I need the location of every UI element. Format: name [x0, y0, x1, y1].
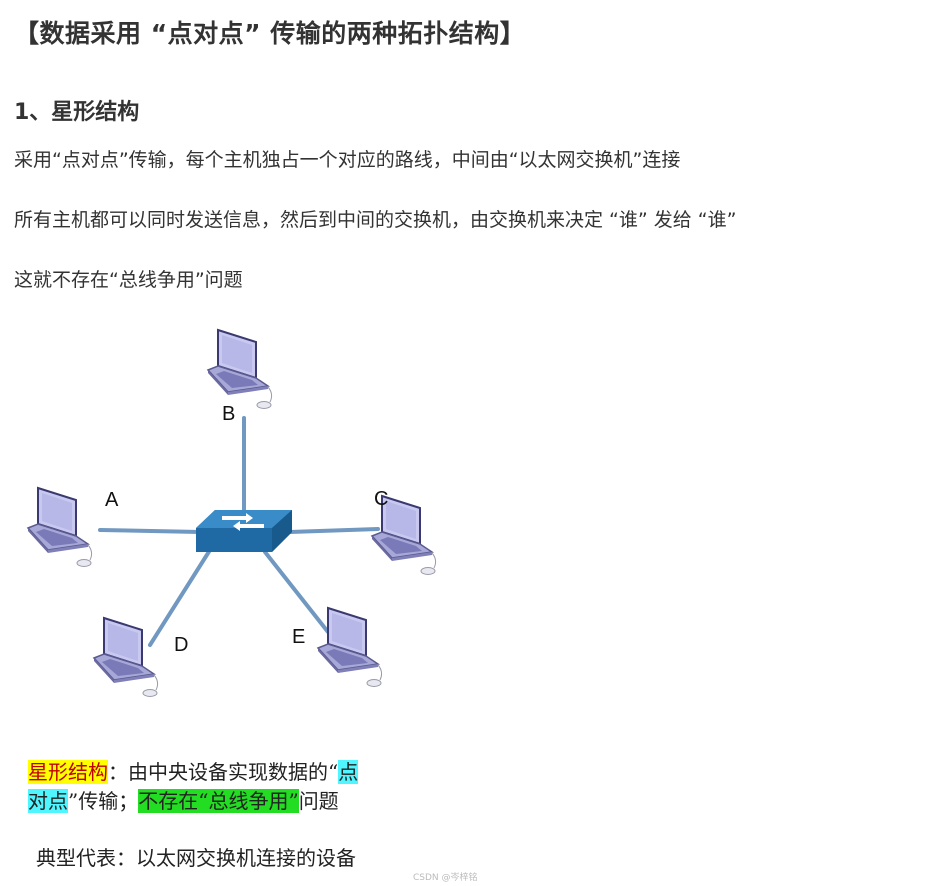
label-d: D	[174, 634, 188, 656]
link-e	[263, 550, 330, 634]
label-e: E	[292, 626, 305, 648]
caption-highlight-point: 点	[338, 760, 359, 784]
caption-highlight-no-contention: 不存在“总线争用”	[138, 789, 299, 813]
page-title: 【数据采用 “点对点” 传输的两种拓扑结构】	[14, 19, 526, 48]
paragraph-3: 这就不存在“总线争用”问题	[14, 269, 243, 291]
caption-highlight-to-point: 对点	[28, 789, 68, 813]
switch-icon	[196, 510, 292, 552]
laptop-b-icon	[207, 329, 273, 410]
caption-term: 星形结构	[28, 760, 108, 784]
laptop-e-icon	[317, 607, 383, 688]
caption-text-1: ：由中央设备实现数据的“	[108, 760, 339, 784]
laptop-d-icon	[93, 617, 159, 698]
paragraph-1: 采用“点对点”传输，每个主机独占一个对应的路线，中间由“以太网交换机”连接	[14, 149, 681, 171]
typical-example: 典型代表：以太网交换机连接的设备	[36, 846, 356, 870]
label-c: C	[374, 488, 388, 510]
caption-text-2: ”传输；	[68, 789, 139, 813]
link-d	[148, 548, 212, 647]
laptop-a-icon	[27, 487, 93, 568]
link-a	[98, 528, 202, 534]
paragraph-2: 所有主机都可以同时发送信息，然后到中间的交换机，由交换机来决定 “谁” 发给 “…	[14, 209, 737, 231]
network-links	[98, 416, 380, 647]
label-b: B	[222, 403, 235, 425]
watermark: CSDN @岑梓铭	[413, 873, 478, 883]
caption-text-3: 问题	[298, 789, 339, 813]
caption: 星形结构：由中央设备实现数据的“点对点”传输；不存在“总线争用”问题	[28, 758, 468, 816]
section-heading: 1、星形结构	[14, 100, 140, 125]
link-c	[288, 527, 380, 534]
label-a: A	[105, 489, 119, 511]
star-topology-diagram: B A C D E	[27, 329, 437, 698]
